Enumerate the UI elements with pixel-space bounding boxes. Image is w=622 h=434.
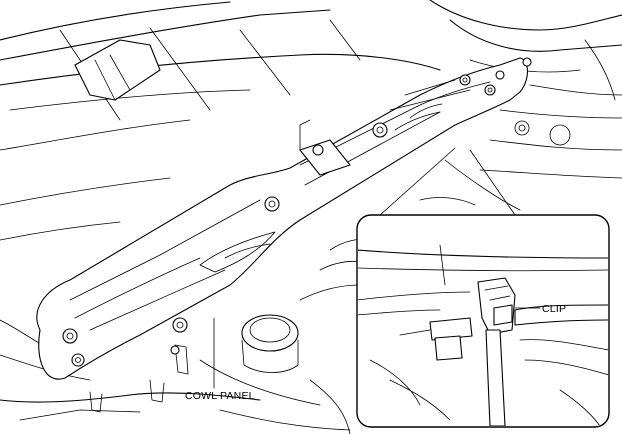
bolt: [170, 345, 180, 355]
bolt: [71, 353, 85, 367]
cowl-bolts: [62, 57, 532, 367]
bolt: [172, 317, 188, 333]
bolt: [372, 122, 388, 138]
clip-label: CLIP: [542, 303, 566, 315]
detail-leader-lines: [379, 147, 516, 216]
bolt: [459, 74, 471, 86]
bolt: [522, 57, 532, 67]
cowl-panel-label: COWL PANEL: [185, 390, 255, 402]
bolt: [62, 328, 78, 344]
bolt: [495, 70, 505, 80]
bolt: [264, 196, 280, 212]
bolt: [484, 84, 496, 96]
cowl-panel: [36, 57, 529, 380]
clip-detail-inset: [356, 214, 610, 428]
